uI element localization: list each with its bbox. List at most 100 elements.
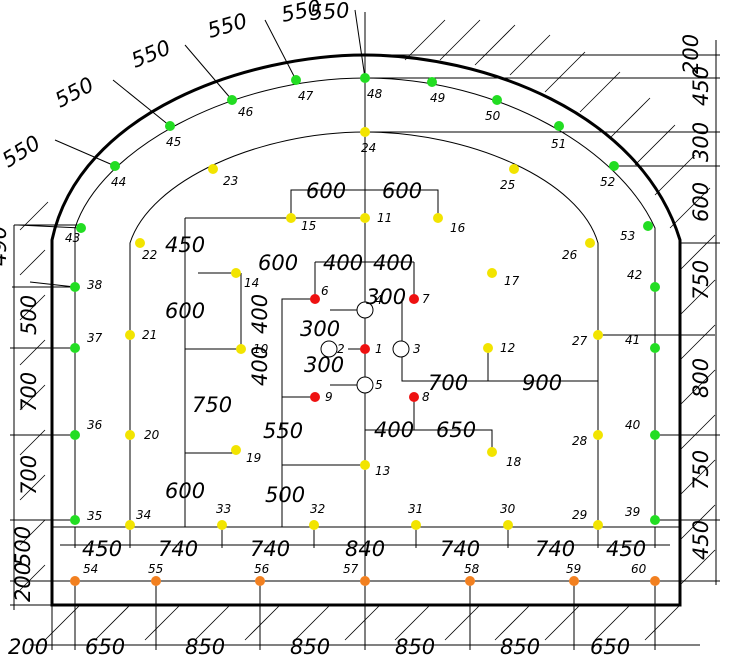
arc-leader-lines — [17, 9, 366, 288]
rock-hatching — [19, 19, 716, 641]
dimension-label-right-side-6: 750 — [689, 450, 713, 490]
measurement-point-10 — [236, 344, 246, 354]
point-label-5: 5 — [375, 378, 383, 392]
dimension-label-arc-550-1: 550 — [51, 72, 98, 112]
point-label-8: 8 — [422, 390, 430, 404]
point-label-55: 55 — [148, 562, 163, 576]
dimension-label-inner-v-400-0: 400 — [248, 294, 272, 334]
measurement-point-52 — [609, 161, 619, 171]
dimension-label-bottom-3: 850 — [290, 635, 330, 659]
measurement-point-24 — [360, 127, 370, 137]
point-label-23: 23 — [223, 174, 238, 188]
measurement-point-58 — [465, 576, 475, 586]
point-label-52: 52 — [600, 175, 615, 189]
point-label-50: 50 — [485, 109, 501, 123]
measurement-point-40 — [650, 430, 660, 440]
dimension-label-row-700-900-0: 700 — [428, 371, 468, 395]
point-label-10: 10 — [253, 342, 269, 356]
dimension-label-mid-550-500-1: 500 — [265, 483, 305, 507]
point-label-47: 47 — [298, 89, 314, 103]
point-label-49: 49 — [430, 91, 445, 105]
point-label-20: 20 — [144, 428, 160, 442]
point-label-2: 2 — [337, 342, 345, 356]
measurement-point-13 — [360, 460, 370, 470]
dimension-label-right-side-1: 450 — [689, 66, 713, 106]
marker-4-circle — [356, 301, 374, 319]
point-label-43: 43 — [65, 231, 80, 245]
point-label-22: 22 — [142, 248, 157, 262]
point-label-57: 57 — [343, 562, 359, 576]
point-label-59: 59 — [566, 562, 581, 576]
dimension-label-inner-v-400-1: 400 — [248, 346, 272, 386]
point-label-25: 25 — [500, 178, 515, 192]
point-label-13: 13 — [375, 464, 390, 478]
point-label-27: 27 — [572, 334, 588, 348]
point-label-18: 18 — [506, 455, 522, 469]
dimension-label-bottom-5: 850 — [500, 635, 540, 659]
dimension-label-bottom-1: 650 — [85, 635, 125, 659]
measurement-point-47 — [291, 75, 301, 85]
point-label-14: 14 — [244, 276, 259, 290]
dimension-label-bottom-4: 850 — [395, 635, 435, 659]
measurement-point-31 — [411, 520, 421, 530]
dimension-label-right-side-2: 300 — [689, 122, 713, 162]
point-label-33: 33 — [216, 502, 231, 516]
measurement-point-12 — [483, 343, 493, 353]
point-label-24: 24 — [361, 141, 376, 155]
point-label-19: 19 — [246, 451, 261, 465]
hollow-markers — [320, 301, 410, 394]
measurement-point-26 — [585, 238, 595, 248]
point-label-44: 44 — [111, 175, 126, 189]
measurement-point-33 — [217, 520, 227, 530]
measurement-point-19 — [231, 445, 241, 455]
measurement-point-42 — [650, 282, 660, 292]
point-label-30: 30 — [500, 502, 516, 516]
point-label-36: 36 — [87, 418, 103, 432]
point-label-28: 28 — [572, 434, 588, 448]
measurement-point-11 — [360, 213, 370, 223]
measurement-point-1 — [360, 344, 370, 354]
measurement-point-32 — [309, 520, 319, 530]
measurement-point-53 — [643, 221, 653, 231]
dimension-label-arc-550-2: 550 — [128, 35, 174, 72]
dimension-label-right-side-0: 200 — [679, 34, 703, 74]
measurement-point-6 — [310, 294, 320, 304]
dimension-label-arc-550-3: 550 — [205, 9, 250, 43]
dimension-label-inner-600-400-2: 400 — [373, 251, 413, 275]
dimension-label-arc-550-5: 550 — [309, 0, 351, 25]
measurement-point-7 — [409, 294, 419, 304]
dimension-label-inner-600-400-1: 400 — [323, 251, 363, 275]
point-label-38: 38 — [87, 278, 103, 292]
point-label-4: 4 — [375, 293, 383, 307]
dimension-label-left-side-4: 200 — [11, 562, 35, 602]
measurement-point-41 — [650, 343, 660, 353]
point-label-51: 51 — [551, 137, 566, 151]
dimension-label-right-side-7: 450 — [689, 520, 713, 560]
dimension-label-row-34-39-6: 450 — [606, 537, 646, 561]
point-label-26: 26 — [562, 248, 578, 262]
dimension-label-row-34-39-1: 740 — [158, 537, 198, 561]
point-label-16: 16 — [450, 221, 466, 235]
measurement-point-49 — [427, 77, 437, 87]
measurement-point-44 — [110, 161, 120, 171]
dimension-label-left-side-2: 700 — [17, 455, 41, 495]
measurement-point-60 — [650, 576, 660, 586]
measurement-point-8 — [409, 392, 419, 402]
point-label-37: 37 — [87, 331, 103, 345]
measurement-point-27 — [593, 330, 603, 340]
measurement-point-18 — [487, 447, 497, 457]
measurement-point-39 — [650, 515, 660, 525]
dimension-label-row-400-650-1: 650 — [436, 418, 476, 442]
measurement-point-54 — [70, 576, 80, 586]
internal-leader-lines — [184, 189, 715, 527]
dimension-label-row-700-900-1: 900 — [522, 371, 562, 395]
dimension-label-left-490: 490 — [0, 226, 11, 266]
point-label-15: 15 — [301, 219, 316, 233]
dimension-label-left-inner-3: 600 — [165, 479, 205, 503]
dimension-label-left-inner-2: 750 — [192, 393, 232, 417]
point-label-12: 12 — [500, 341, 515, 355]
